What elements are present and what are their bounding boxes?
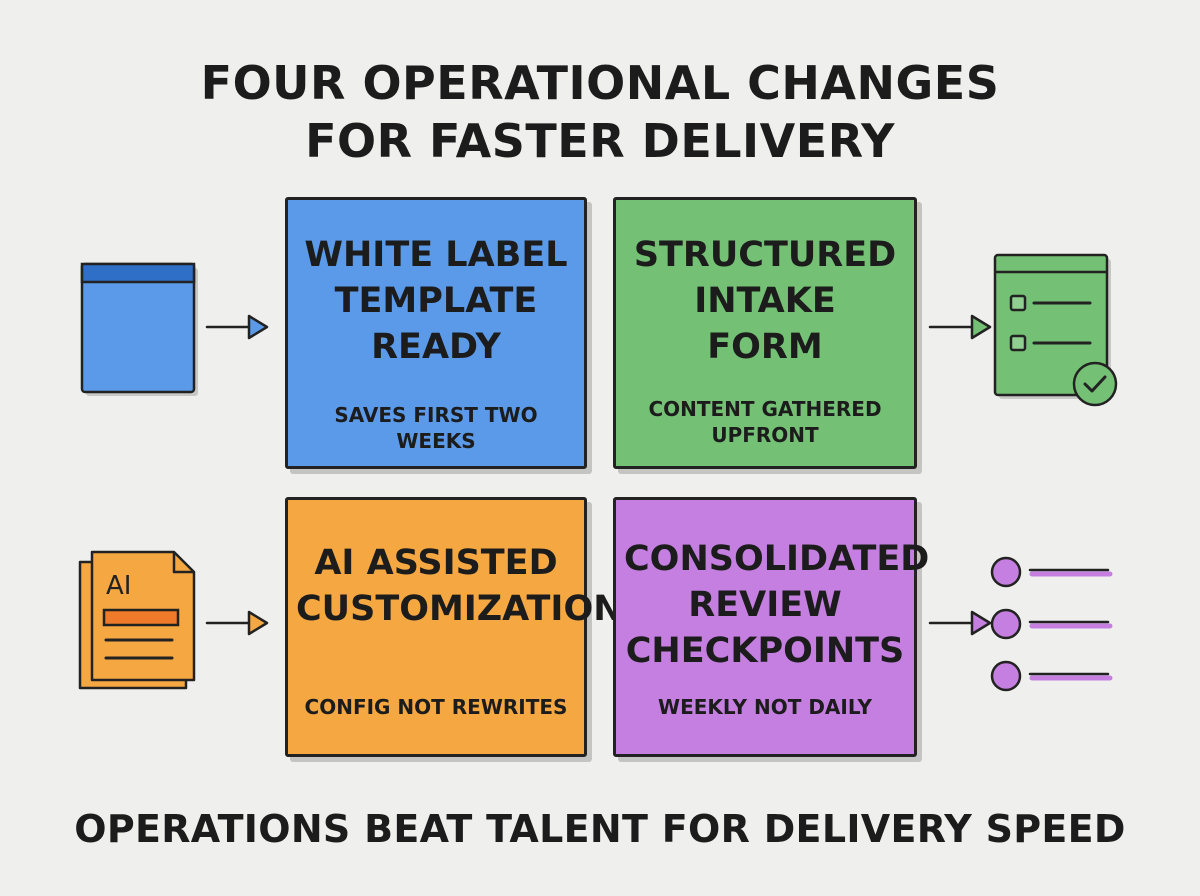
- arrow-right-icon: [205, 314, 269, 340]
- card-subtitle: SAVES FIRST TWO WEEKS: [334, 403, 538, 453]
- card-subtitle: CONTENT GATHERED UPFRONT: [648, 397, 882, 447]
- card-title: AI ASSISTED CUSTOMIZATION: [296, 543, 623, 629]
- card-consolidated-review-checkpoints: CONSOLIDATED REVIEW CHECKPOINTS WEEKLY N…: [613, 497, 930, 757]
- checklist-form-icon: [993, 253, 1118, 407]
- checkpoint-list-icon: [990, 556, 1113, 692]
- ai-label: AI: [106, 571, 131, 601]
- page-title: FOUR OPERATIONAL CHANGES FOR FASTER DELI…: [0, 54, 1200, 170]
- card-subtitle: CONFIG NOT REWRITES: [304, 695, 568, 719]
- footer-tagline: OPERATIONS BEAT TALENT FOR DELIVERY SPEE…: [74, 807, 1126, 851]
- title-line-1: FOUR OPERATIONAL CHANGES: [200, 56, 1000, 110]
- arrow-right-icon: [928, 314, 992, 340]
- card-title: CONSOLIDATED REVIEW CHECKPOINTS: [624, 539, 930, 671]
- card-title: STRUCTURED INTAKE FORM: [633, 235, 897, 367]
- arrow-right-icon: [205, 610, 269, 636]
- card-structured-intake-form: STRUCTURED INTAKE FORM CONTENT GATHERED …: [613, 197, 917, 469]
- card-title: WHITE LABEL TEMPLATE READY: [304, 235, 568, 367]
- title-line-2: FOR FASTER DELIVERY: [305, 114, 895, 168]
- card-subtitle: WEEKLY NOT DAILY: [658, 695, 872, 719]
- card-white-label-template: WHITE LABEL TEMPLATE READY SAVES FIRST T…: [285, 197, 587, 469]
- browser-window-icon: [80, 262, 198, 396]
- arrow-right-icon: [928, 610, 992, 636]
- card-ai-assisted-customization: AI ASSISTED CUSTOMIZATION CONFIG NOT REW…: [285, 497, 623, 757]
- ai-document-icon: AI: [78, 550, 196, 690]
